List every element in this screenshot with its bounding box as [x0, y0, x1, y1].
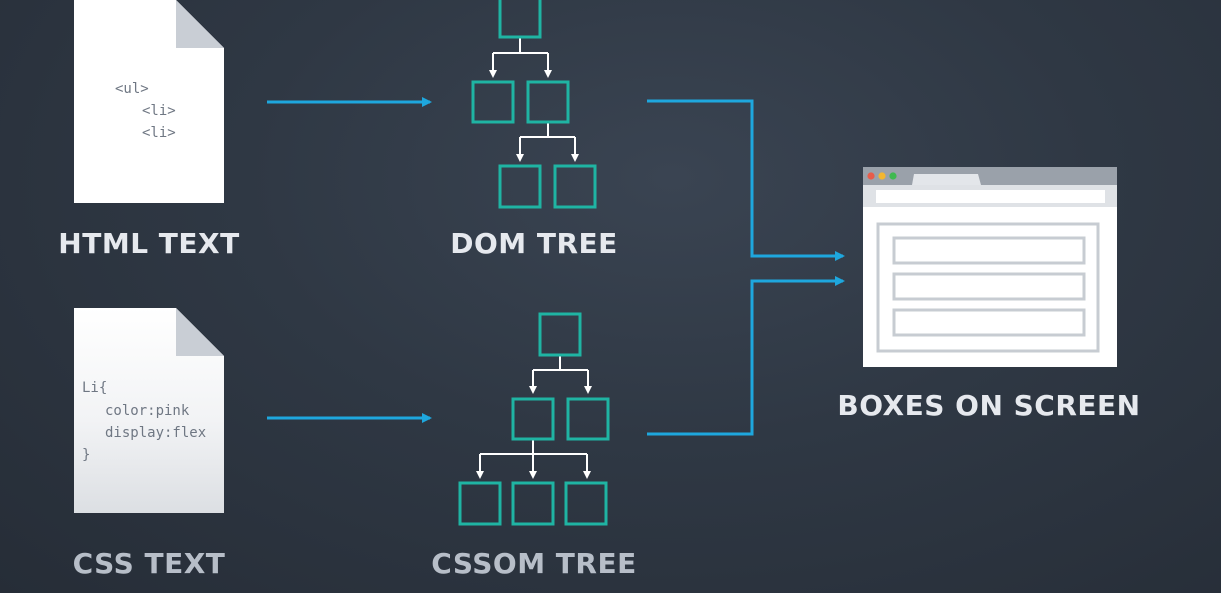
window-maximize-dot	[889, 172, 897, 180]
cssom-to-screen-arrow	[647, 276, 845, 436]
dom-tree-connectors	[489, 38, 579, 162]
content-box-3	[892, 308, 1086, 337]
html-code-line-1: <ul>	[115, 81, 149, 97]
css-code-line-1: Li{	[82, 380, 107, 396]
dom-to-screen-arrow	[647, 99, 845, 261]
content-box-2	[892, 272, 1086, 301]
window-minimize-dot	[878, 172, 886, 180]
html-code-line-3: <li>	[142, 125, 176, 141]
browser-title-bar	[863, 167, 1117, 185]
browser-window-icon	[863, 167, 1117, 367]
dom-node-child-1	[471, 80, 515, 124]
cssom-node-root	[538, 312, 582, 357]
dom-tree	[471, 0, 597, 209]
browser-tab	[912, 174, 981, 185]
cssom-node-grandchild-3	[564, 481, 608, 526]
cssom-node-grandchild-2	[511, 481, 555, 526]
css-code-line-3: display:flex	[105, 425, 206, 441]
dom-node-grandchild-2	[553, 164, 597, 209]
cssom-node-child-1	[511, 397, 555, 441]
html-code-line-2: <li>	[142, 103, 176, 119]
html-document-icon	[74, 0, 224, 203]
window-close-dot	[867, 172, 875, 180]
content-box-1	[892, 236, 1086, 265]
dom-node-child-2	[526, 80, 570, 124]
dom-node-root	[498, 0, 542, 39]
cssom-tree-connectors	[476, 355, 592, 479]
cssom-node-grandchild-1	[458, 481, 502, 526]
html-text-label: HTML TEXT	[58, 227, 239, 260]
browser-address-bar	[876, 190, 1105, 203]
cssom-tree-label: CSSOM TREE	[431, 547, 636, 580]
cssom-node-child-2	[566, 397, 610, 441]
page-content-frame	[876, 222, 1100, 353]
css-code-line-2: color:pink	[105, 403, 190, 419]
dom-node-grandchild-1	[498, 164, 542, 209]
boxes-on-screen-label: BOXES ON SCREEN	[837, 389, 1140, 422]
css-document-icon	[74, 308, 224, 513]
css-code-line-4: }	[82, 447, 90, 463]
css-text-label: CSS TEXT	[73, 547, 226, 580]
dom-tree-label: DOM TREE	[450, 227, 618, 260]
cssom-tree	[458, 312, 610, 526]
